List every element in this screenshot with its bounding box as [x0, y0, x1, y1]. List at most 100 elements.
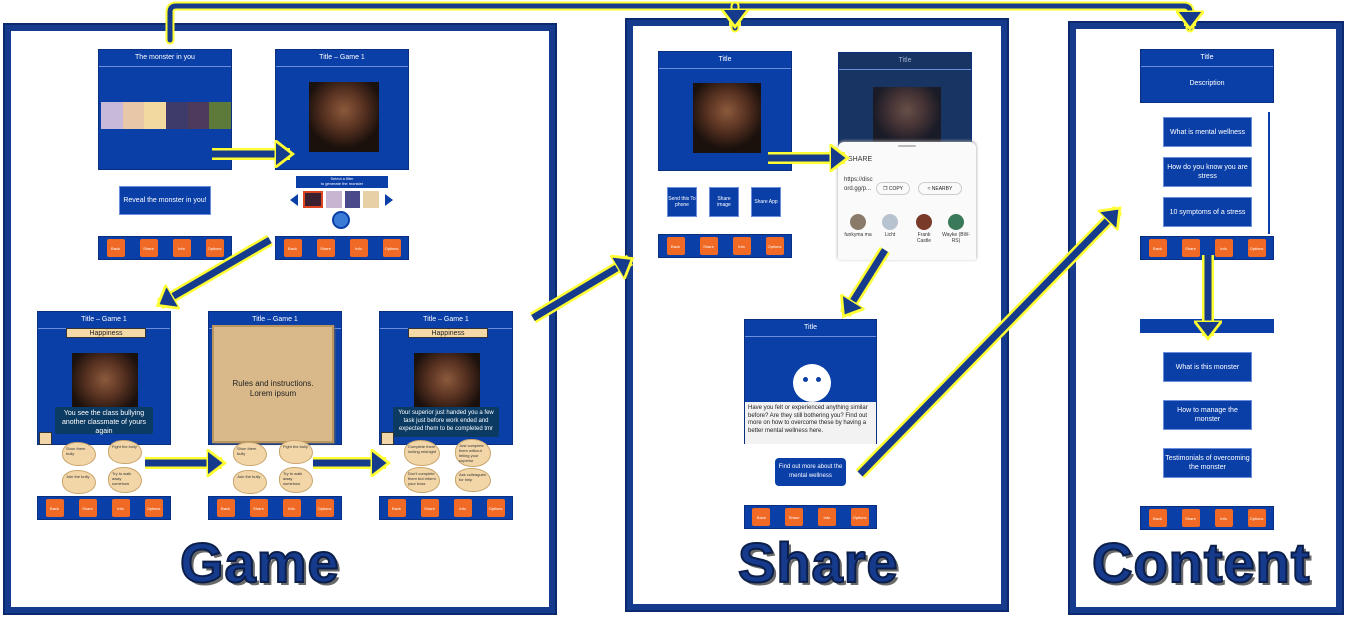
share-button[interactable]: Share — [78, 499, 97, 517]
options-button[interactable]: Options — [765, 237, 784, 255]
back-button[interactable]: Back — [752, 508, 771, 526]
filter-option[interactable] — [303, 191, 323, 208]
info-button[interactable]: Info — [732, 237, 751, 255]
content-link[interactable]: How do you know you are stress — [1163, 157, 1252, 187]
share-url: https://discord.gg/p... — [844, 177, 873, 192]
info-button[interactable]: Info — [1214, 239, 1233, 257]
info-button[interactable]: Info — [817, 508, 836, 526]
option-bubble[interactable]: Try to walk away somehow — [279, 467, 313, 493]
info-button[interactable]: Info — [111, 499, 130, 517]
option-bubble[interactable]: Join the bully — [233, 470, 267, 494]
copy-button[interactable]: ❐ COPY — [876, 182, 910, 195]
share-button[interactable]: Share — [1181, 509, 1200, 527]
result-text-card: Have you felt or experienced anything si… — [745, 402, 876, 444]
back-button[interactable]: Back — [283, 239, 302, 257]
info-button[interactable]: Info — [172, 239, 191, 257]
screen-title: Title – Game 1 — [276, 50, 408, 67]
option-bubble[interactable]: Just complete them without telling your … — [455, 439, 491, 467]
nearby-button[interactable]: ≈ NEARBY — [918, 182, 962, 195]
send-to-phone-button[interactable]: Send this To phone — [667, 187, 697, 217]
share-button[interactable]: Share — [139, 239, 158, 257]
option-bubble[interactable]: Complete them lurking midnight — [404, 440, 440, 466]
filter-option[interactable] — [363, 191, 379, 208]
back-button[interactable]: Back — [45, 499, 64, 517]
content-link[interactable]: Testimonials of overcoming the monster — [1163, 448, 1252, 478]
share-sheet: SHARE https://discord.gg/p... ❐ COPY ≈ N… — [838, 142, 976, 260]
filter-prev-arrow[interactable] — [290, 194, 298, 206]
avatar — [882, 214, 898, 230]
info-button[interactable]: Info — [1214, 509, 1233, 527]
option-bubble[interactable]: Shun them bully — [233, 442, 267, 466]
back-button[interactable]: Back — [666, 237, 685, 255]
contact-item[interactable]: Wayke (BW-RS) — [942, 214, 970, 244]
share-image-button[interactable]: Share image — [709, 187, 739, 217]
options-button[interactable]: Options — [205, 239, 224, 257]
nav-bar: Back Share Info Options — [37, 496, 171, 520]
content-header-2 — [1140, 319, 1274, 333]
scenario-text: Your superior just handed you a few task… — [393, 407, 499, 437]
checkbox[interactable] — [39, 432, 52, 445]
drag-handle[interactable] — [898, 145, 916, 147]
content-link[interactable]: 10 symptoms of a stress — [1163, 197, 1252, 227]
info-button[interactable]: Info — [453, 499, 472, 517]
content-link[interactable]: How to manage the monster — [1163, 400, 1252, 430]
contact-item[interactable]: Licht — [876, 214, 904, 238]
option-bubble[interactable]: Fight the bully — [108, 440, 142, 464]
info-button[interactable]: Info — [349, 239, 368, 257]
options-button[interactable]: Options — [1247, 239, 1266, 257]
portrait-image — [309, 82, 379, 152]
contact-item[interactable]: Frank Castle — [910, 214, 938, 244]
find-out-more-button[interactable]: Find out more about the mental wellness — [775, 458, 846, 486]
options-button[interactable]: Options — [382, 239, 401, 257]
options-button[interactable]: Options — [1247, 509, 1266, 527]
section-label-content: Content — [1091, 530, 1311, 595]
back-button[interactable]: Back — [106, 239, 125, 257]
share-app-button[interactable]: Share App — [751, 187, 781, 217]
scrollbar[interactable] — [1268, 112, 1270, 234]
content-link[interactable]: What is this monster — [1163, 352, 1252, 382]
nav-bar: Back Share Info Options — [275, 236, 409, 260]
back-button[interactable]: Back — [1148, 239, 1167, 257]
checkbox[interactable] — [381, 432, 394, 445]
screen-title: The monster in you — [99, 50, 231, 67]
nav-bar: Back Share Info Options — [1140, 236, 1274, 260]
nav-bar: Back Share Info Options — [379, 496, 513, 520]
filter-option[interactable] — [325, 191, 342, 208]
share-button[interactable]: Share — [316, 239, 335, 257]
option-bubble[interactable]: Try to walk away somehow — [108, 467, 142, 493]
options-button[interactable]: Options — [850, 508, 869, 526]
share-button[interactable]: Share — [420, 499, 439, 517]
contact-item[interactable]: funkyma ma — [844, 214, 872, 238]
share-button[interactable]: Share — [699, 237, 718, 255]
filter-option[interactable] — [344, 191, 361, 208]
rules-title: Rules and instructions. — [232, 379, 314, 388]
reveal-monster-button[interactable]: Reveal the monster in you! — [119, 186, 211, 215]
game1-select-screen: Title – Game 1 — [275, 49, 409, 170]
options-button[interactable]: Options — [144, 499, 163, 517]
share-button[interactable]: Share — [785, 508, 804, 526]
option-bubble[interactable]: Fight the bully — [279, 440, 313, 464]
back-button[interactable]: Back — [1148, 509, 1167, 527]
content-link[interactable]: What is mental wellness — [1163, 117, 1252, 147]
options-button[interactable]: Options — [315, 499, 334, 517]
back-button[interactable]: Back — [216, 499, 235, 517]
screen-title: Title — [839, 53, 971, 70]
info-button[interactable]: Info — [282, 499, 301, 517]
description: Description — [1189, 80, 1225, 87]
share-preview-screen: Title — [658, 51, 792, 171]
filter-next-arrow[interactable] — [385, 194, 393, 206]
share-button[interactable]: Share — [249, 499, 268, 517]
emotion-label: Happiness — [408, 328, 488, 338]
option-bubble[interactable]: Ask colleagues for help — [455, 468, 491, 492]
emotion-label: Happiness — [66, 328, 146, 338]
option-bubble[interactable]: Don't complete them but inform your boss — [404, 467, 440, 493]
option-bubble[interactable]: Join the bully — [62, 470, 96, 494]
share-button[interactable]: Share — [1181, 239, 1200, 257]
capture-button[interactable] — [332, 211, 350, 229]
share-sheet-label: SHARE — [848, 156, 873, 163]
rules-overlay: Rules and instructions. Lorem ipsum — [212, 325, 334, 443]
option-bubble[interactable]: Shun them bully — [62, 442, 96, 466]
monster-portrait — [693, 83, 761, 153]
back-button[interactable]: Back — [387, 499, 406, 517]
options-button[interactable]: Options — [486, 499, 505, 517]
